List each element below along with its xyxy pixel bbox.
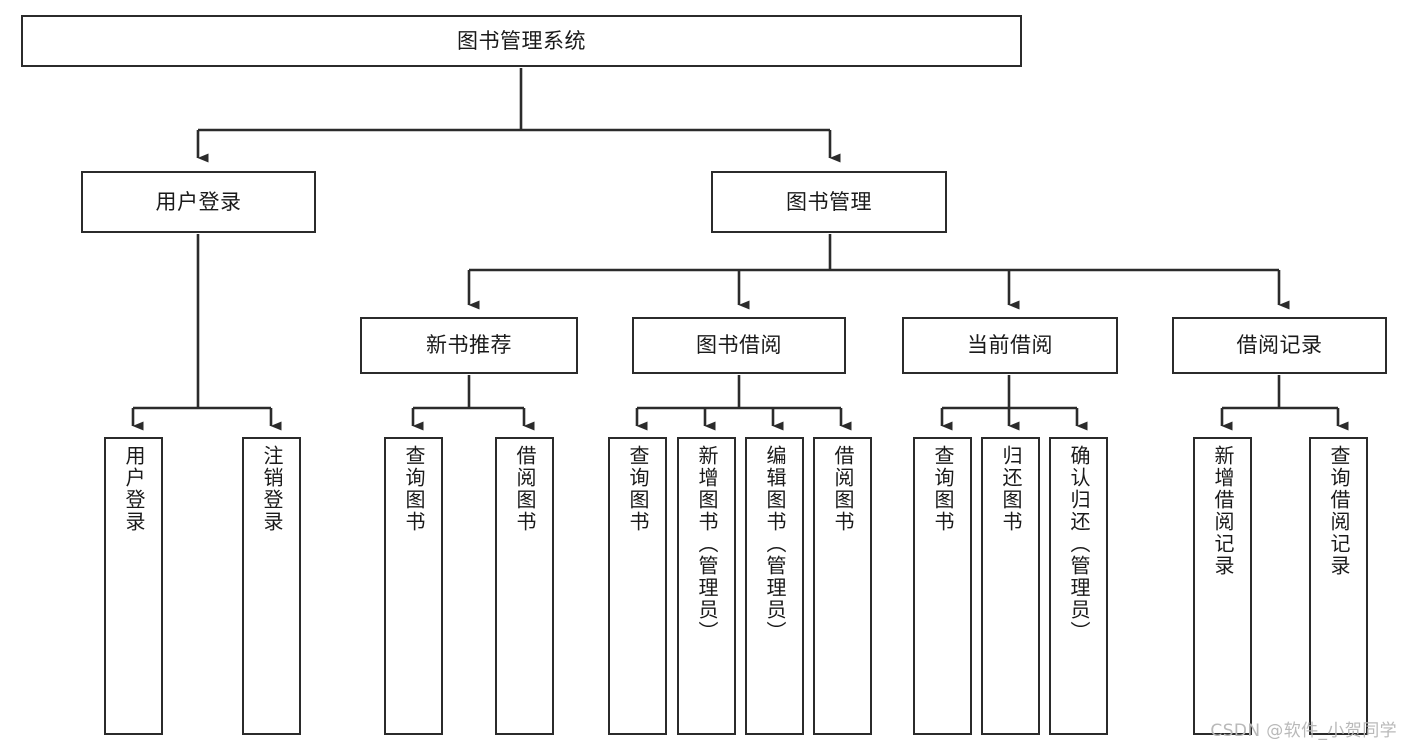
node-leaf-return-book[interactable]: 归还图书 bbox=[981, 437, 1040, 735]
node-book-borrow[interactable]: 图书借阅 bbox=[632, 317, 846, 374]
node-label: 查询图书 bbox=[931, 445, 955, 533]
node-leaf-add-book-admin[interactable]: 新增图书（管理员） bbox=[677, 437, 736, 735]
node-label: 查询图书 bbox=[626, 445, 650, 533]
node-leaf-query-book-current[interactable]: 查询图书 bbox=[913, 437, 972, 735]
node-label: 编辑图书（管理员） bbox=[763, 445, 787, 643]
node-leaf-query-book-recommend[interactable]: 查询图书 bbox=[384, 437, 443, 735]
node-label: 用户登录 bbox=[155, 189, 242, 214]
node-root-book-management-system[interactable]: 图书管理系统 bbox=[21, 15, 1022, 67]
node-leaf-user-login[interactable]: 用户登录 bbox=[104, 437, 163, 735]
node-label: 新书推荐 bbox=[426, 333, 512, 358]
node-current-borrow[interactable]: 当前借阅 bbox=[902, 317, 1118, 374]
watermark-text: CSDN @软件_小贺同学 bbox=[1210, 721, 1397, 741]
node-user-login[interactable]: 用户登录 bbox=[81, 171, 316, 233]
node-leaf-query-book-borrow[interactable]: 查询图书 bbox=[608, 437, 667, 735]
node-borrow-record[interactable]: 借阅记录 bbox=[1172, 317, 1387, 374]
node-leaf-add-borrow-record[interactable]: 新增借阅记录 bbox=[1193, 437, 1252, 735]
node-label: 查询借阅记录 bbox=[1327, 445, 1351, 577]
node-label: 图书管理 bbox=[786, 189, 872, 214]
node-label: 新增图书（管理员） bbox=[695, 445, 719, 643]
node-label: 查询图书 bbox=[402, 445, 426, 533]
node-label: 借阅图书 bbox=[831, 445, 855, 533]
node-label: 用户登录 bbox=[122, 445, 146, 533]
node-label: 图书管理系统 bbox=[457, 28, 586, 53]
node-label: 当前借阅 bbox=[967, 333, 1053, 358]
node-new-book-recommend[interactable]: 新书推荐 bbox=[360, 317, 578, 374]
node-label: 注销登录 bbox=[260, 445, 284, 533]
node-leaf-query-borrow-record[interactable]: 查询借阅记录 bbox=[1309, 437, 1368, 735]
node-label: 借阅记录 bbox=[1236, 333, 1323, 358]
node-leaf-confirm-return-admin[interactable]: 确认归还（管理员） bbox=[1049, 437, 1108, 735]
node-label: 图书借阅 bbox=[696, 333, 782, 358]
node-label: 借阅图书 bbox=[513, 445, 537, 533]
node-book-management[interactable]: 图书管理 bbox=[711, 171, 947, 233]
node-leaf-borrow-book[interactable]: 借阅图书 bbox=[813, 437, 872, 735]
node-label: 新增借阅记录 bbox=[1211, 445, 1235, 577]
node-label: 归还图书 bbox=[999, 445, 1023, 533]
node-leaf-edit-book-admin[interactable]: 编辑图书（管理员） bbox=[745, 437, 804, 735]
node-leaf-logout-login[interactable]: 注销登录 bbox=[242, 437, 301, 735]
node-label: 确认归还（管理员） bbox=[1067, 445, 1091, 643]
node-leaf-borrow-book-recommend[interactable]: 借阅图书 bbox=[495, 437, 554, 735]
